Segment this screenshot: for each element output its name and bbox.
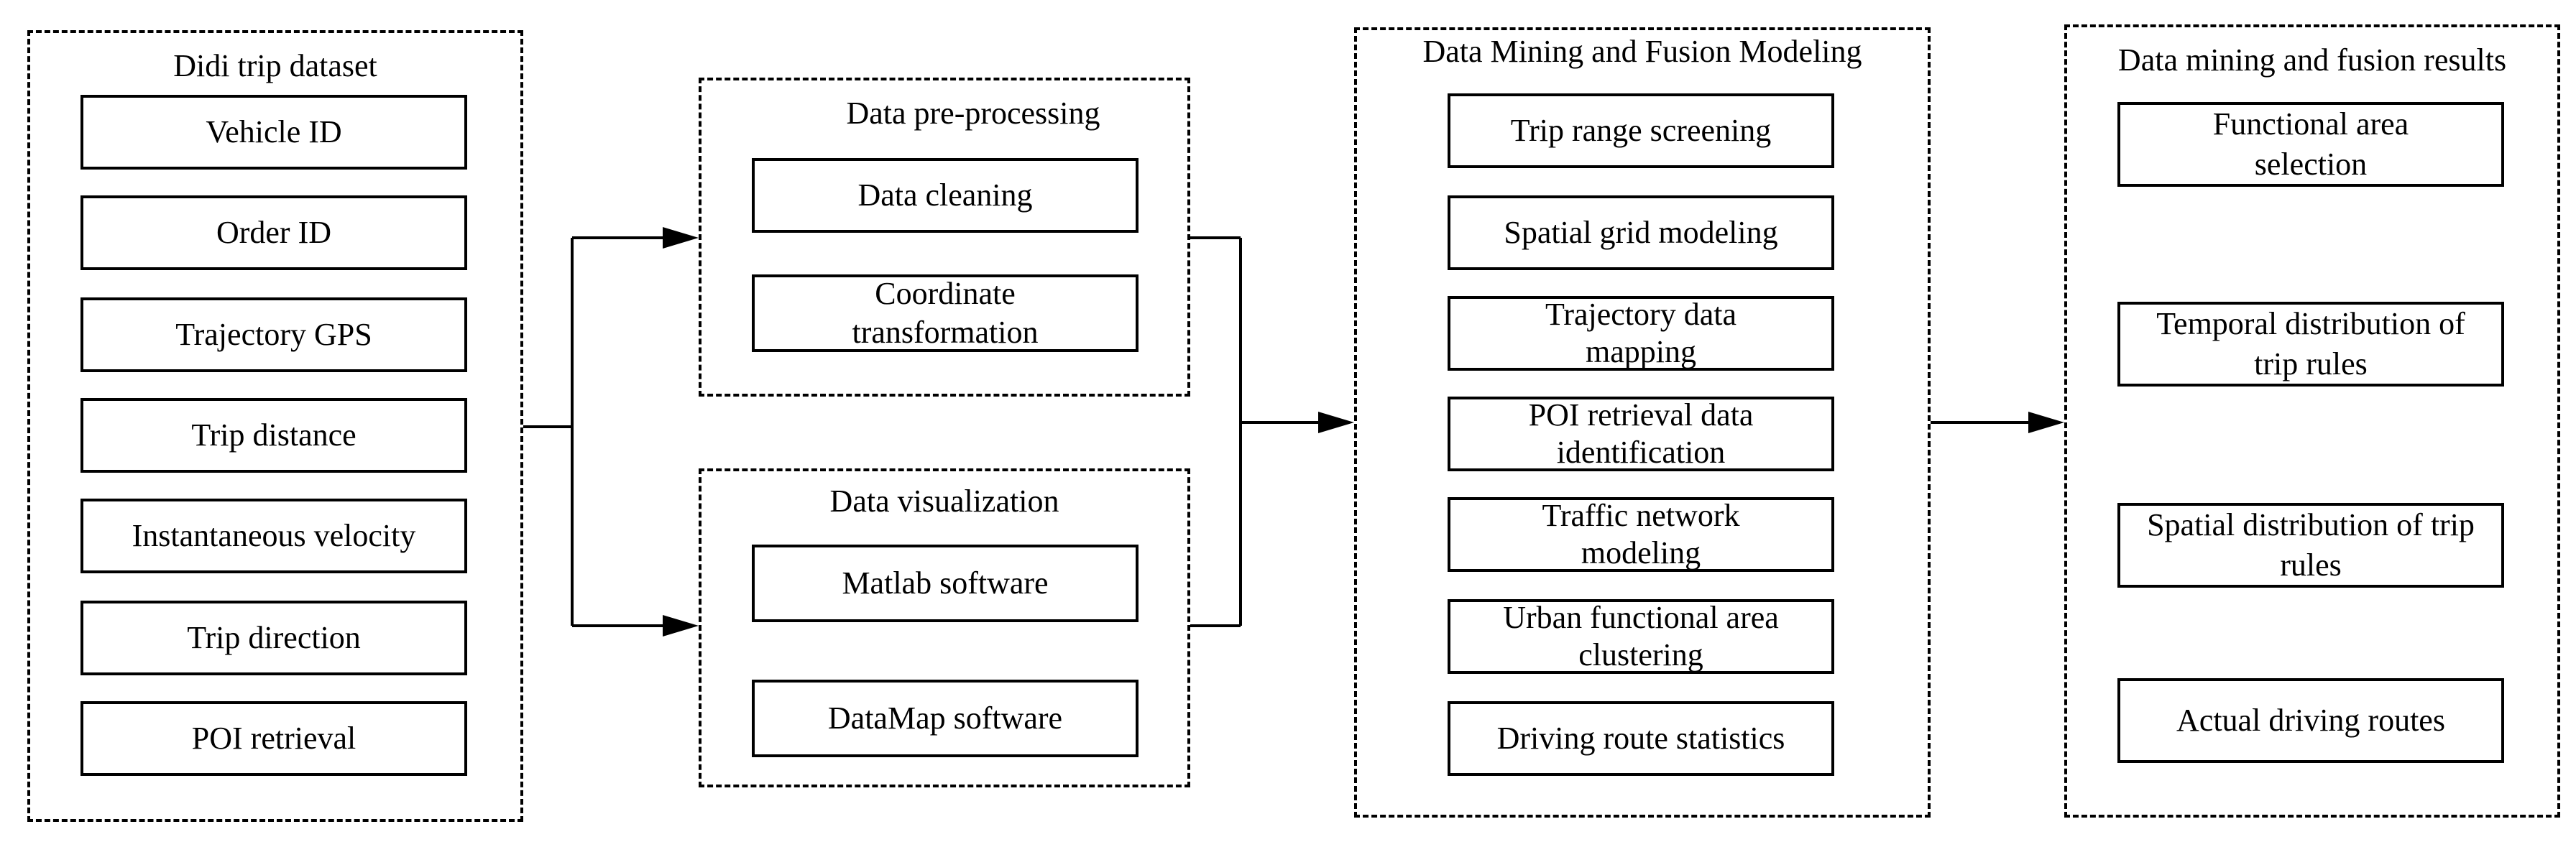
coordinate-transformation-box: Coordinate transformation <box>752 274 1138 352</box>
poi-retrieval-data-identification-box: POI retrieval data identification <box>1448 397 1834 471</box>
spatial-distribution-box: Spatial distribution of trip rules <box>2117 503 2504 588</box>
functional-area-selection-label: Functional area selection <box>2212 106 2409 182</box>
driving-route-statistics-box: Driving route statistics <box>1448 701 1834 776</box>
coordinate-transformation-label: Coordinate transformation <box>852 276 1039 350</box>
arrow-head-visualization <box>663 615 699 637</box>
matlab-software-label: Matlab software <box>842 565 1049 601</box>
spatial-distribution-label: Spatial distribution of trip rules <box>2147 507 2475 583</box>
arrow-head-modeling <box>1318 412 1354 433</box>
trajectory-gps-box: Trajectory GPS <box>80 297 467 372</box>
data-cleaning-label: Data cleaning <box>857 177 1033 213</box>
instantaneous-velocity-label: Instantaneous velocity <box>132 518 416 553</box>
modeling-group-title: Data Mining and Fusion Modeling <box>1422 34 1862 69</box>
poi-retrieval-box: POI retrieval <box>80 701 467 776</box>
order-id-label: Order ID <box>216 215 332 250</box>
dataset-group: Didi trip dataset <box>27 30 523 822</box>
actual-driving-routes-box: Actual driving routes <box>2117 678 2504 763</box>
dataset-group-title: Didi trip dataset <box>173 48 377 83</box>
vehicle-id-label: Vehicle ID <box>206 114 342 149</box>
preprocessing-group-title: Data pre-processing <box>846 96 1100 131</box>
spatial-grid-modeling-label: Spatial grid modeling <box>1504 215 1778 250</box>
trajectory-data-mapping-box: Trajectory data mapping <box>1448 296 1834 371</box>
matlab-software-box: Matlab software <box>752 545 1138 622</box>
visualization-group: Data visualization <box>699 468 1190 787</box>
temporal-distribution-box: Temporal distribution of trip rules <box>2117 302 2504 387</box>
urban-functional-area-clustering-label: Urban functional area clustering <box>1503 600 1779 672</box>
data-cleaning-box: Data cleaning <box>752 158 1138 233</box>
traffic-network-modeling-box: Traffic network modeling <box>1448 497 1834 572</box>
poi-retrieval-label: POI retrieval <box>191 721 356 756</box>
urban-functional-area-clustering-box: Urban functional area clustering <box>1448 599 1834 674</box>
spatial-grid-modeling-box: Spatial grid modeling <box>1448 195 1834 270</box>
driving-route-statistics-label: Driving route statistics <box>1496 721 1785 756</box>
temporal-distribution-label: Temporal distribution of trip rules <box>2156 306 2465 381</box>
vehicle-id-box: Vehicle ID <box>80 95 467 170</box>
trip-distance-box: Trip distance <box>80 398 467 473</box>
arrow-head-results <box>2028 412 2064 433</box>
poi-retrieval-data-identification-label: POI retrieval data identification <box>1528 397 1754 470</box>
trajectory-data-mapping-label: Trajectory data mapping <box>1545 297 1736 369</box>
datamap-software-box: DataMap software <box>752 680 1138 757</box>
results-group-title: Data mining and fusion results <box>2117 42 2507 78</box>
results-group: Data mining and fusion results <box>2064 24 2560 818</box>
trip-direction-label: Trip direction <box>187 620 361 655</box>
functional-area-selection-box: Functional area selection <box>2117 102 2504 187</box>
preprocessing-group: Data pre-processing <box>699 78 1190 397</box>
trip-range-screening-label: Trip range screening <box>1510 113 1772 148</box>
order-id-box: Order ID <box>80 195 467 270</box>
modeling-group: Data Mining and Fusion Modeling <box>1354 27 1931 818</box>
datamap-software-label: DataMap software <box>827 700 1063 736</box>
traffic-network-modeling-label: Traffic network modeling <box>1542 498 1740 570</box>
instantaneous-velocity-box: Instantaneous velocity <box>80 499 467 573</box>
trip-distance-label: Trip distance <box>191 417 356 453</box>
visualization-group-title: Data visualization <box>829 484 1059 519</box>
trip-direction-box: Trip direction <box>80 601 467 675</box>
arrow-head-preprocessing <box>663 227 699 249</box>
trip-range-screening-box: Trip range screening <box>1448 93 1834 168</box>
trajectory-gps-label: Trajectory GPS <box>175 317 372 352</box>
actual-driving-routes-label: Actual driving routes <box>2176 703 2445 738</box>
